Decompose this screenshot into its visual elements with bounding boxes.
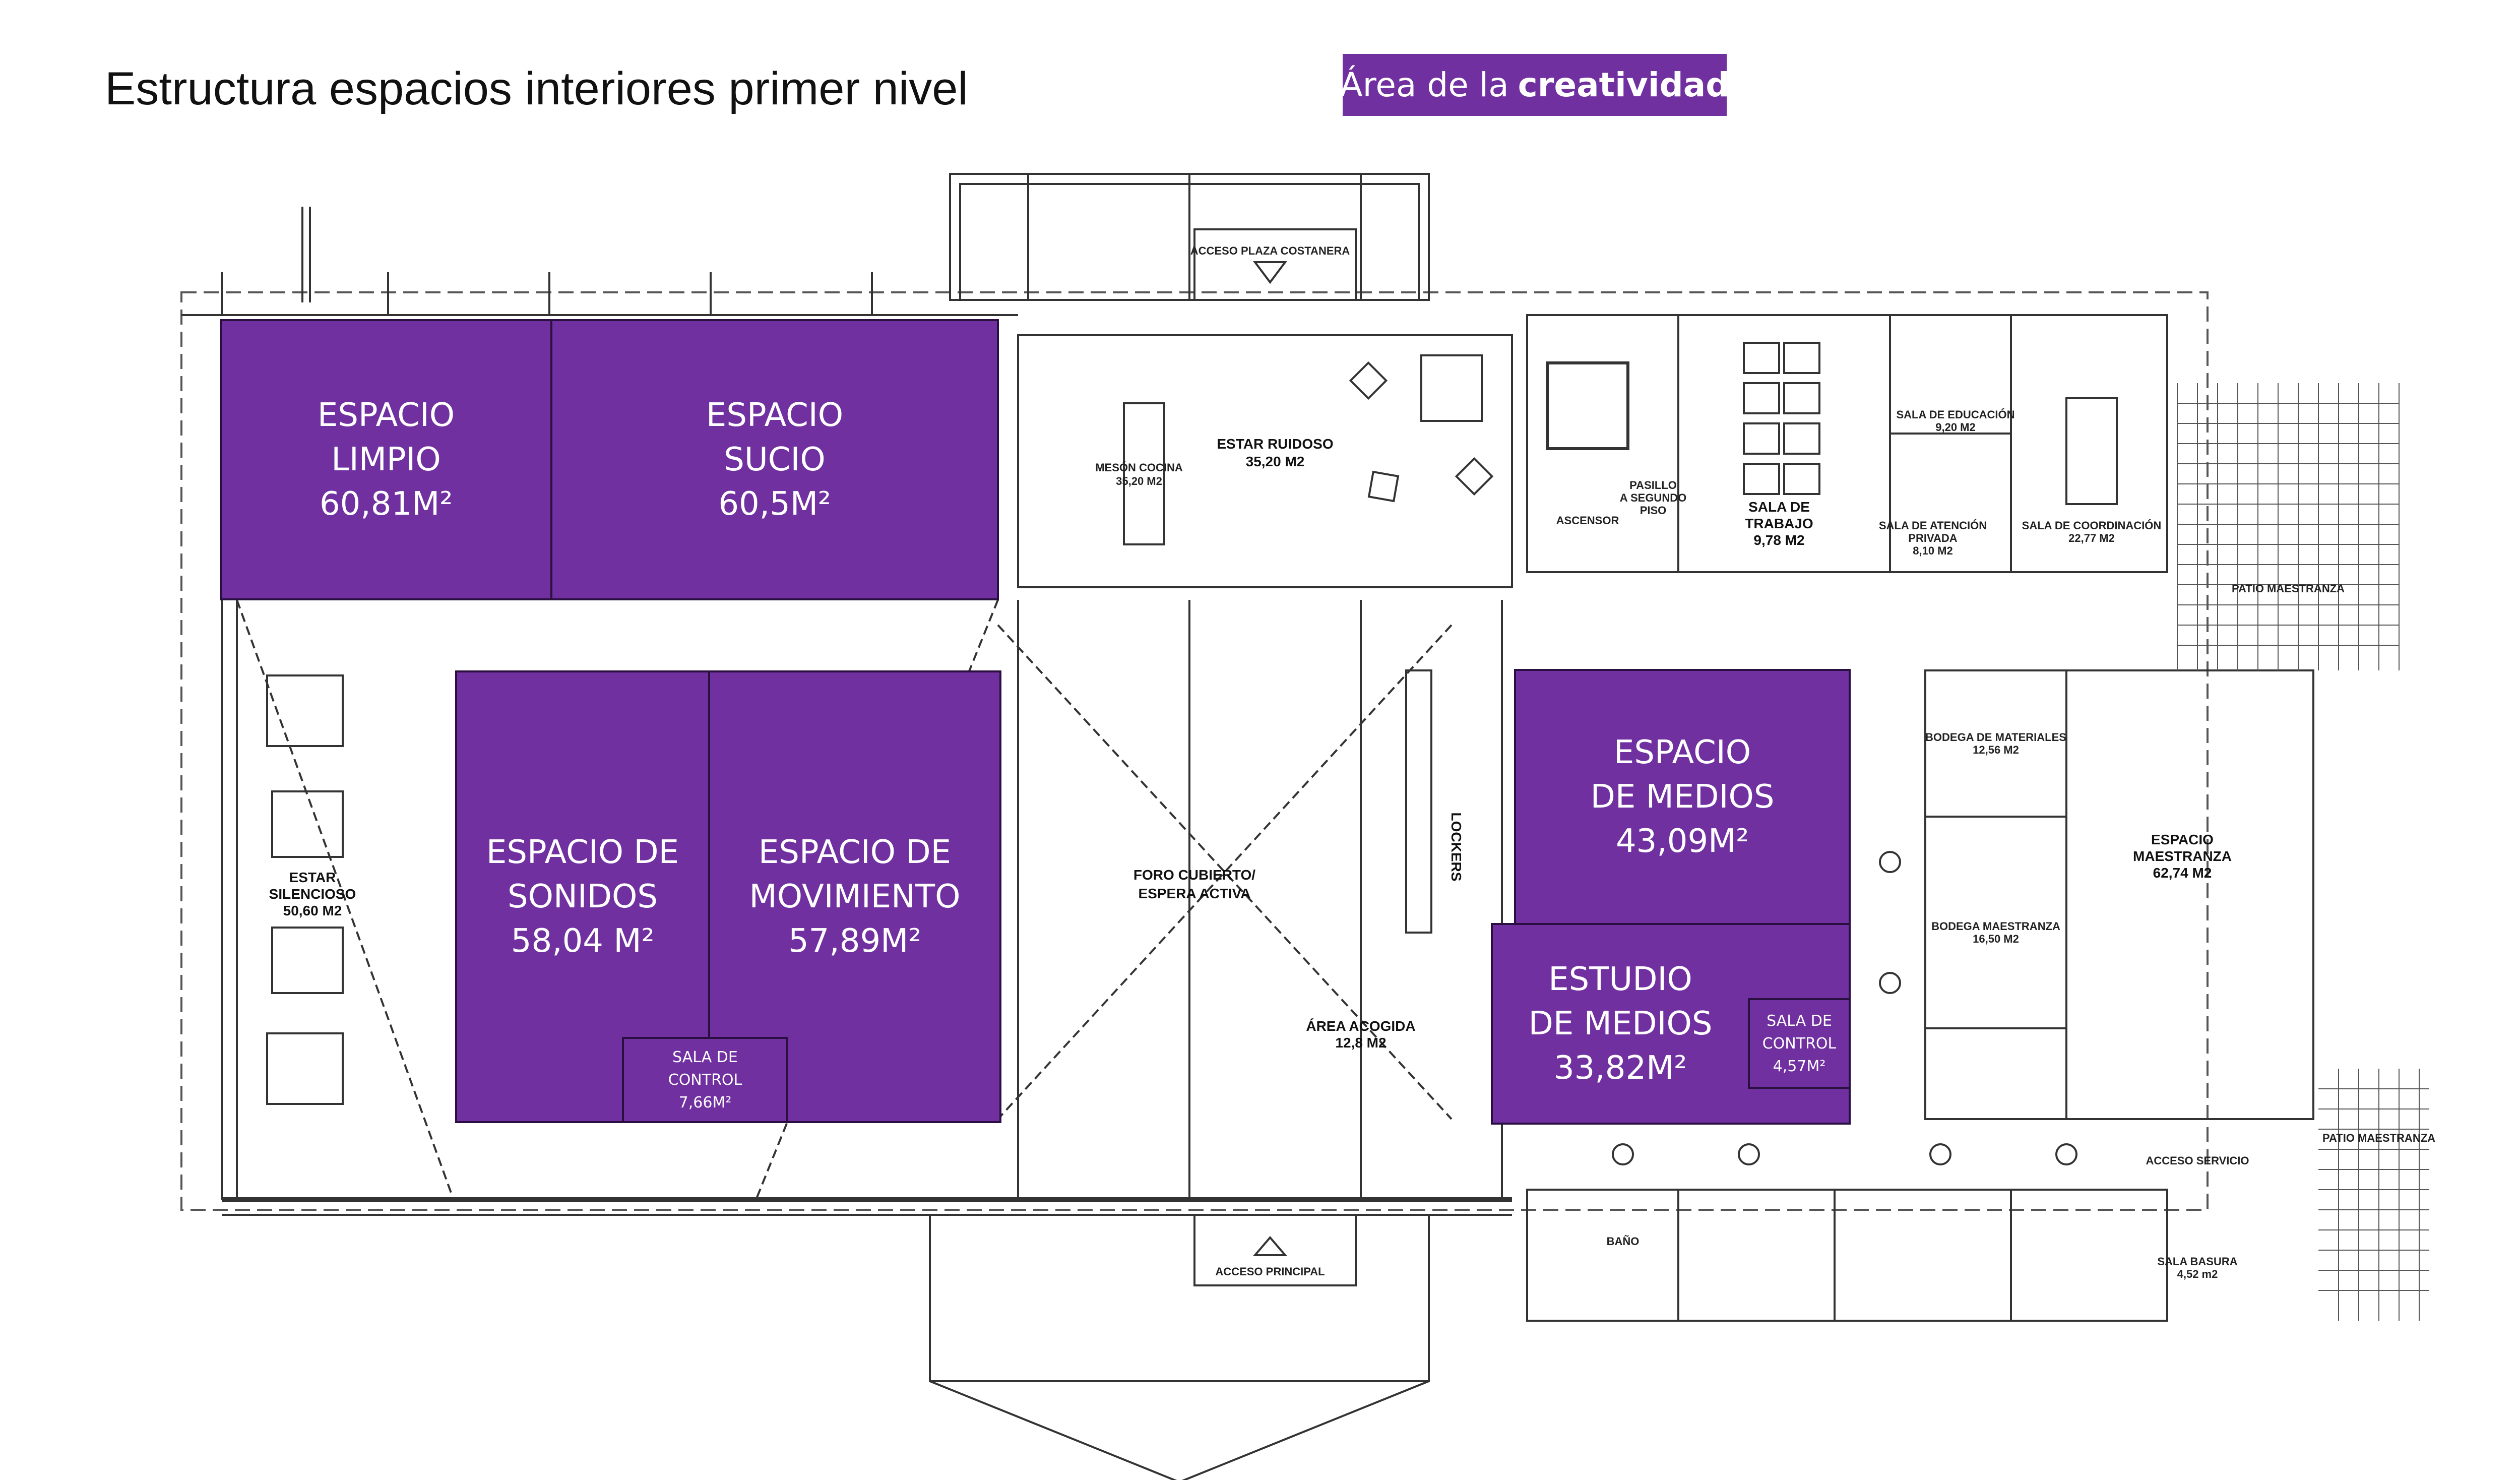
plan-label-acceso-principal: ACCESO PRINCIPAL: [1215, 1265, 1325, 1278]
plan-label-acceso-plaza: ACCESO PLAZA COSTANERA: [1190, 244, 1350, 257]
plan-label-estar-ruidoso-area: 35,20 M2: [1246, 454, 1305, 469]
plan-label-pasillo-3: PISO: [1640, 504, 1667, 517]
room-label-line2: DE MEDIOS: [1590, 778, 1775, 816]
room-label-line1: ESTUDIO: [1548, 960, 1692, 998]
plan-label-sala-basura: SALA BASURA: [2157, 1255, 2237, 1268]
plan-label-sala-trabajo-2: TRABAJO: [1745, 516, 1813, 531]
room-label-line1: ESPACIO: [706, 396, 844, 434]
plan-label-acceso-servicio: ACCESO SERVICIO: [2146, 1154, 2249, 1167]
room-label-line1: ESPACIO DE: [758, 833, 952, 871]
room-label-line2: SONIDOS: [507, 878, 658, 915]
room-label-area: 60,81M²: [319, 485, 453, 523]
plan-label-espacio-maestranza: ESPACIO: [2151, 832, 2214, 847]
room-label-line2: DE MEDIOS: [1528, 1005, 1713, 1042]
page-title: Estructura espacios interiores primer ni…: [105, 63, 968, 114]
room-sala-control-1: SALA DE CONTROL 7,66M²: [622, 1037, 788, 1123]
plan-label-estar-ruidoso: ESTAR RUIDOSO: [1217, 436, 1333, 452]
room-label-line1: ESPACIO: [317, 396, 455, 434]
plan-label-sala-coordinacion-area: 22,77 M2: [2068, 532, 2115, 544]
room-label-line2: LIMPIO: [331, 441, 441, 478]
plan-label-sala-atencion-2: PRIVADA: [1908, 532, 1957, 544]
plan-label-lockers: LOCKERS: [1448, 813, 1464, 882]
plan-label-bano: BAÑO: [1607, 1235, 1640, 1248]
room-sala-control-2: SALA DE CONTROL 4,57M²: [1748, 998, 1851, 1089]
room-label-area: 7,66M²: [678, 1094, 732, 1112]
room-label-line1: SALA DE: [672, 1049, 738, 1066]
plan-label-meson: MESÓN COCINA: [1095, 461, 1183, 474]
plan-label-ascensor: ASCENSOR: [1556, 514, 1619, 527]
plan-label-sala-coordinacion: SALA DE COORDINACIÓN: [2022, 519, 2162, 532]
plan-label-estar-silencioso-area: 50,60 M2: [283, 903, 342, 918]
plan-label-sala-basura-area: 4,52 m2: [2177, 1268, 2218, 1280]
room-espacio-sucio: ESPACIO SUCIO 60,5M²: [550, 319, 999, 600]
plan-label-bodega-maestranza-area: 16,50 M2: [1973, 933, 2019, 945]
room-label-line2: MOVIMIENTO: [749, 878, 961, 915]
plan-label-estar-silencioso: ESTAR: [289, 870, 336, 885]
plan-label-estar-silencioso-2: SILENCIOSO: [269, 886, 356, 902]
room-label-line1: ESPACIO: [1613, 733, 1751, 771]
room-label-area: 43,09M²: [1615, 823, 1749, 860]
plan-label-meson-area: 35,20 M2: [1116, 475, 1162, 487]
plan-label-patio-maestranza-2: PATIO MAESTRANZA: [2322, 1132, 2435, 1144]
plan-label-foro: FORO CUBIERTO/: [1133, 867, 1255, 883]
area-badge: Área de la creatividad: [1340, 54, 1730, 116]
plan-label-bodega-materiales: BODEGA DE MATERIALES: [1925, 731, 2066, 744]
room-label-area: 33,82M²: [1553, 1050, 1687, 1087]
room-label-line1: ESPACIO DE: [486, 833, 679, 871]
room-label-area: 58,04 M²: [511, 922, 655, 960]
room-label-line2: CONTROL: [668, 1071, 742, 1089]
plan-label-area-acogida: ÁREA ACOGIDA: [1306, 1018, 1415, 1034]
plan-label-sala-atencion: SALA DE ATENCIÓN: [1879, 519, 1987, 532]
room-label-area: 60,5M²: [718, 485, 831, 523]
plan-label-sala-educacion: SALA DE EDUCACIÓN: [1896, 408, 2014, 421]
plan-label-bodega-maestranza: BODEGA MAESTRANZA: [1931, 920, 2060, 933]
plan-label-foro-2: ESPERA ACTIVA: [1139, 886, 1251, 901]
plan-label-patio-maestranza: PATIO MAESTRANZA: [2232, 582, 2345, 595]
plan-label-espacio-maestranza-2: MAESTRANZA: [2133, 848, 2232, 864]
plan-label-area-acogida-area: 12,8 M2: [1335, 1035, 1386, 1051]
room-label-line2: CONTROL: [1762, 1034, 1837, 1053]
plan-label-sala-atencion-area: 8,10 M2: [1913, 544, 1953, 557]
room-estudio-medios: ESTUDIO DE MEDIOS 33,82M²: [1491, 923, 1851, 1125]
room-label-area: 4,57M²: [1773, 1057, 1826, 1075]
room-espacio-limpio: ESPACIO LIMPIO 60,81M²: [220, 319, 552, 600]
plan-label-pasillo-2: A SEGUNDO: [1620, 491, 1686, 504]
plan-label-sala-educacion-area: 9,20 M2: [1935, 421, 1976, 434]
room-label-line2: SUCIO: [724, 441, 826, 478]
plan-label-sala-trabajo: SALA DE: [1748, 499, 1810, 515]
room-label-area: 57,89M²: [788, 922, 922, 960]
plan-label-pasillo: PASILLO: [1629, 479, 1677, 491]
badge-prefix: Área de la: [1340, 66, 1509, 104]
room-espacio-medios: ESPACIO DE MEDIOS 43,09M²: [1514, 669, 1851, 925]
plan-label-espacio-maestranza-area: 62,74 M2: [2153, 865, 2212, 881]
room-label-line1: SALA DE: [1767, 1012, 1832, 1030]
badge-bold: creatividad: [1518, 66, 1730, 104]
plan-label-bodega-materiales-area: 12,56 M2: [1973, 744, 2019, 756]
plan-label-sala-trabajo-area: 9,78 M2: [1753, 532, 1804, 548]
